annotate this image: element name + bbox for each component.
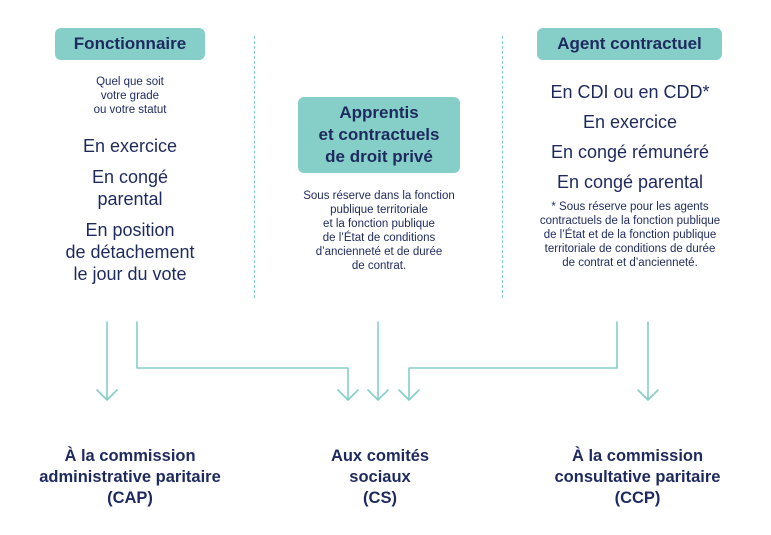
status-line: En congé rémunéré	[550, 142, 710, 162]
arrow-apprentis-cs	[367, 321, 389, 401]
agent-note: * Sous réserve pour les agents contractu…	[508, 200, 752, 270]
status-line: En exercice	[582, 112, 678, 132]
destination-line: consultative paritaire	[554, 468, 721, 486]
arrow-agent-cs	[398, 321, 618, 401]
status-item: En exercice	[30, 135, 230, 157]
arrow-fonctionnaire-cs	[136, 321, 359, 401]
note-line: de contrat et d’ancienneté.	[562, 257, 698, 269]
note-line: Quel que soit	[96, 76, 164, 88]
destination-line: administrative paritaire	[39, 468, 221, 486]
note-line: Sous réserve dans la fonction	[303, 190, 455, 202]
note-line: de l’État et de la fonction publique	[543, 229, 717, 241]
apprentis-title-line: et contractuels	[318, 125, 440, 144]
note-line: d’ancienneté et de durée	[315, 246, 443, 258]
destination-line: (CCP)	[614, 489, 661, 507]
note-line: territoriale de conditions de durée	[544, 243, 716, 255]
apprentis-title-line: Apprentis	[339, 103, 419, 122]
agent-title: Agent contractuel	[557, 34, 702, 53]
destination-line: Aux comités	[330, 447, 430, 465]
destination-line: sociaux	[349, 468, 411, 486]
separator-right	[502, 36, 503, 298]
note-line: publique territoriale	[330, 204, 428, 216]
fonctionnaire-note: Quel que soit votre grade ou votre statu…	[30, 75, 230, 117]
fonctionnaire-title: Fonctionnaire	[73, 34, 187, 53]
status-item: En position de détachement le jour du vo…	[30, 219, 230, 285]
status-line: le jour du vote	[73, 264, 187, 284]
fonctionnaire-items: En exercice En congé parental En positio…	[30, 135, 230, 285]
destination-cap: À la commission administrative paritaire…	[10, 446, 250, 509]
note-line: votre grade	[100, 90, 160, 102]
note-line: * Sous réserve pour les agents	[551, 201, 709, 213]
status-line: En exercice	[82, 136, 178, 156]
fonctionnaire-badge: Fonctionnaire	[55, 28, 205, 60]
destination-ccp: À la commission consultative paritaire (…	[520, 446, 755, 509]
note-line: de l’État de conditions	[322, 232, 436, 244]
destination-cs: Aux comités sociaux (CS)	[300, 446, 460, 509]
note-line: de contrat.	[351, 260, 407, 272]
destination-line: (CS)	[363, 489, 397, 507]
apprentis-note: Sous réserve dans la fonction publique t…	[270, 189, 488, 273]
arrow-fonctionnaire-cap	[96, 321, 118, 401]
separator-left	[254, 36, 255, 298]
status-line: parental	[97, 189, 163, 209]
status-line: En congé parental	[556, 172, 704, 192]
note-line: contractuels de la fonction publique	[539, 215, 721, 227]
destination-line: (CAP)	[107, 489, 153, 507]
note-line: et la fonction publique	[323, 218, 435, 230]
status-line: En congé	[91, 167, 169, 187]
arrow-agent-ccp	[637, 321, 659, 401]
apprentis-title-line: de droit privé	[325, 147, 433, 166]
status-item: En congé parental	[30, 166, 230, 210]
status-line: de détachement	[65, 242, 195, 262]
destination-line: À la commission	[64, 447, 196, 465]
apprentis-badge: Apprentis et contractuels de droit privé	[298, 97, 460, 173]
status-line: En position	[85, 220, 175, 240]
note-line: ou votre statut	[93, 104, 167, 116]
agent-items: En CDI ou en CDD* En exercice En congé r…	[520, 77, 740, 197]
agent-contractuel-badge: Agent contractuel	[537, 28, 722, 60]
status-line: En CDI ou en CDD*	[550, 82, 710, 102]
destination-line: À la commission	[571, 447, 704, 465]
